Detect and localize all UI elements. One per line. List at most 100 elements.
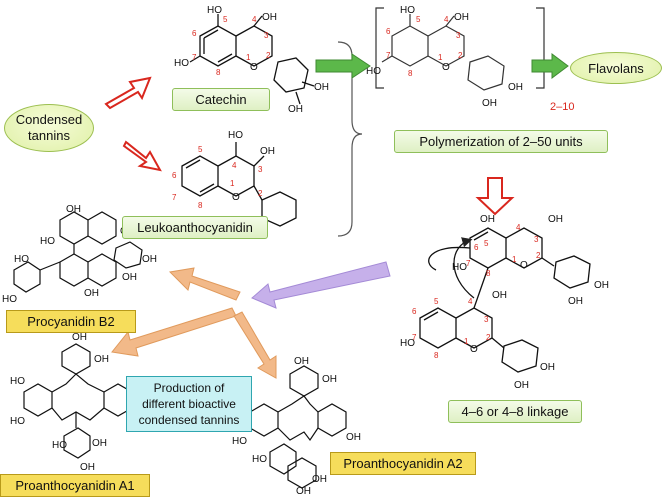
green-arrow-to-flavolans	[531, 53, 569, 79]
svg-text:HO: HO	[10, 376, 25, 387]
svg-text:OH: OH	[84, 288, 99, 299]
condensed-tannins-label: Condensed tannins	[15, 112, 83, 143]
svg-text:6: 6	[192, 29, 197, 38]
svg-text:O: O	[442, 62, 450, 73]
svg-text:O: O	[470, 344, 478, 355]
svg-text:OH: OH	[122, 272, 137, 283]
flavolans-node: Flavolans	[570, 52, 662, 84]
svg-text:7: 7	[192, 53, 197, 62]
red-arrow-to-catechin	[104, 76, 152, 110]
svg-text:7: 7	[386, 51, 391, 60]
polymerization-label: Polymerization of 2–50 units	[394, 130, 608, 153]
svg-text:7: 7	[466, 259, 471, 268]
red-arrow-to-leukoanthocyanidin	[122, 140, 162, 172]
svg-text:HO: HO	[252, 454, 267, 465]
svg-text:6: 6	[412, 307, 417, 316]
svg-text:3: 3	[456, 31, 461, 40]
svg-text:OH: OH	[454, 12, 469, 23]
svg-text:OH: OH	[66, 204, 81, 215]
leukoanthocyanidin-label: Leukoanthocyanidin	[122, 216, 268, 239]
svg-text:OH: OH	[296, 486, 311, 496]
catechin-structure	[189, 14, 315, 105]
svg-text:5: 5	[416, 15, 421, 24]
merge-brace	[337, 41, 363, 237]
svg-text:1: 1	[230, 179, 235, 188]
procyanidin-b2-structure	[13, 211, 143, 293]
polymer-bracket	[375, 7, 545, 91]
condensed-tannins-node: Condensed tannins	[4, 104, 94, 152]
svg-text:HO: HO	[228, 130, 243, 141]
svg-text:OH: OH	[514, 380, 529, 391]
svg-text:OH: OH	[72, 332, 87, 343]
svg-text:HO: HO	[400, 5, 415, 16]
svg-text:2: 2	[266, 51, 271, 60]
svg-text:3: 3	[264, 31, 269, 40]
svg-text:HO: HO	[40, 236, 55, 247]
svg-text:OH: OH	[294, 356, 309, 367]
orange-arrow-to-b2	[168, 267, 241, 301]
production-label: Production of different bioactive conden…	[126, 376, 252, 432]
svg-text:O: O	[520, 260, 528, 271]
purple-arrow	[251, 261, 391, 309]
svg-text:6: 6	[386, 27, 391, 36]
svg-text:7: 7	[412, 333, 417, 342]
svg-text:1: 1	[512, 255, 517, 264]
svg-text:1: 1	[246, 53, 251, 62]
svg-text:OH: OH	[260, 146, 275, 157]
svg-text:8: 8	[216, 68, 221, 77]
svg-text:OH: OH	[262, 12, 277, 23]
svg-text:OH: OH	[322, 374, 337, 385]
svg-text:6: 6	[172, 171, 177, 180]
svg-text:HO: HO	[174, 58, 189, 69]
svg-text:OH: OH	[594, 280, 609, 291]
svg-text:5: 5	[434, 297, 439, 306]
proanthocyanidin-a1-structure	[23, 343, 133, 459]
svg-text:1: 1	[464, 337, 469, 346]
svg-text:1: 1	[438, 53, 443, 62]
svg-text:HO: HO	[452, 262, 467, 273]
svg-text:OH: OH	[288, 104, 303, 115]
green-arrow-catechin-to-polymer	[315, 53, 371, 79]
svg-text:5: 5	[223, 15, 228, 24]
svg-text:HO: HO	[366, 66, 381, 77]
svg-text:HO: HO	[207, 5, 222, 16]
svg-text:3: 3	[484, 315, 489, 324]
procyanidin-b2-label: Procyanidin B2	[6, 310, 136, 333]
svg-text:OH: OH	[548, 214, 563, 225]
svg-text:O: O	[232, 192, 240, 203]
svg-text:HO: HO	[10, 416, 25, 427]
svg-text:OH: OH	[568, 296, 583, 307]
proanthocyanidin-a2-structure	[249, 365, 347, 489]
svg-text:5: 5	[198, 145, 203, 154]
svg-text:8: 8	[434, 351, 439, 360]
svg-text:OH: OH	[482, 98, 497, 109]
svg-text:OH: OH	[492, 290, 507, 301]
flavolans-label: Flavolans	[588, 60, 644, 76]
svg-text:OH: OH	[540, 362, 555, 373]
svg-text:HO: HO	[400, 338, 415, 349]
svg-text:HO: HO	[52, 440, 67, 451]
svg-text:2: 2	[536, 251, 541, 260]
linkage-label: 4–6 or 4–8 linkage	[448, 400, 582, 423]
orange-arrow-to-a2	[233, 311, 277, 379]
proanthocyanidin-a2-label: Proanthocyanidin A2	[330, 452, 476, 475]
svg-text:8: 8	[198, 201, 203, 210]
svg-text:8: 8	[486, 269, 491, 278]
svg-text:OH: OH	[312, 474, 327, 485]
catechin-label: Catechin	[172, 88, 270, 111]
svg-text:4: 4	[516, 223, 521, 232]
svg-text:2: 2	[258, 189, 263, 198]
svg-text:OH: OH	[80, 462, 95, 473]
svg-text:5: 5	[484, 239, 489, 248]
red-arrow-down	[475, 177, 515, 216]
svg-text:HO: HO	[2, 294, 17, 305]
proanthocyanidin-a1-label: Proanthocyanidin A1	[0, 474, 150, 497]
svg-text:HO: HO	[14, 254, 29, 265]
svg-text:OH: OH	[142, 254, 157, 265]
svg-text:OH: OH	[508, 82, 523, 93]
leukoanthocyanidin-structure	[181, 142, 297, 227]
svg-text:O: O	[250, 62, 258, 73]
svg-text:4: 4	[468, 297, 473, 306]
dimer-structure	[419, 227, 591, 373]
svg-text:7: 7	[172, 193, 177, 202]
